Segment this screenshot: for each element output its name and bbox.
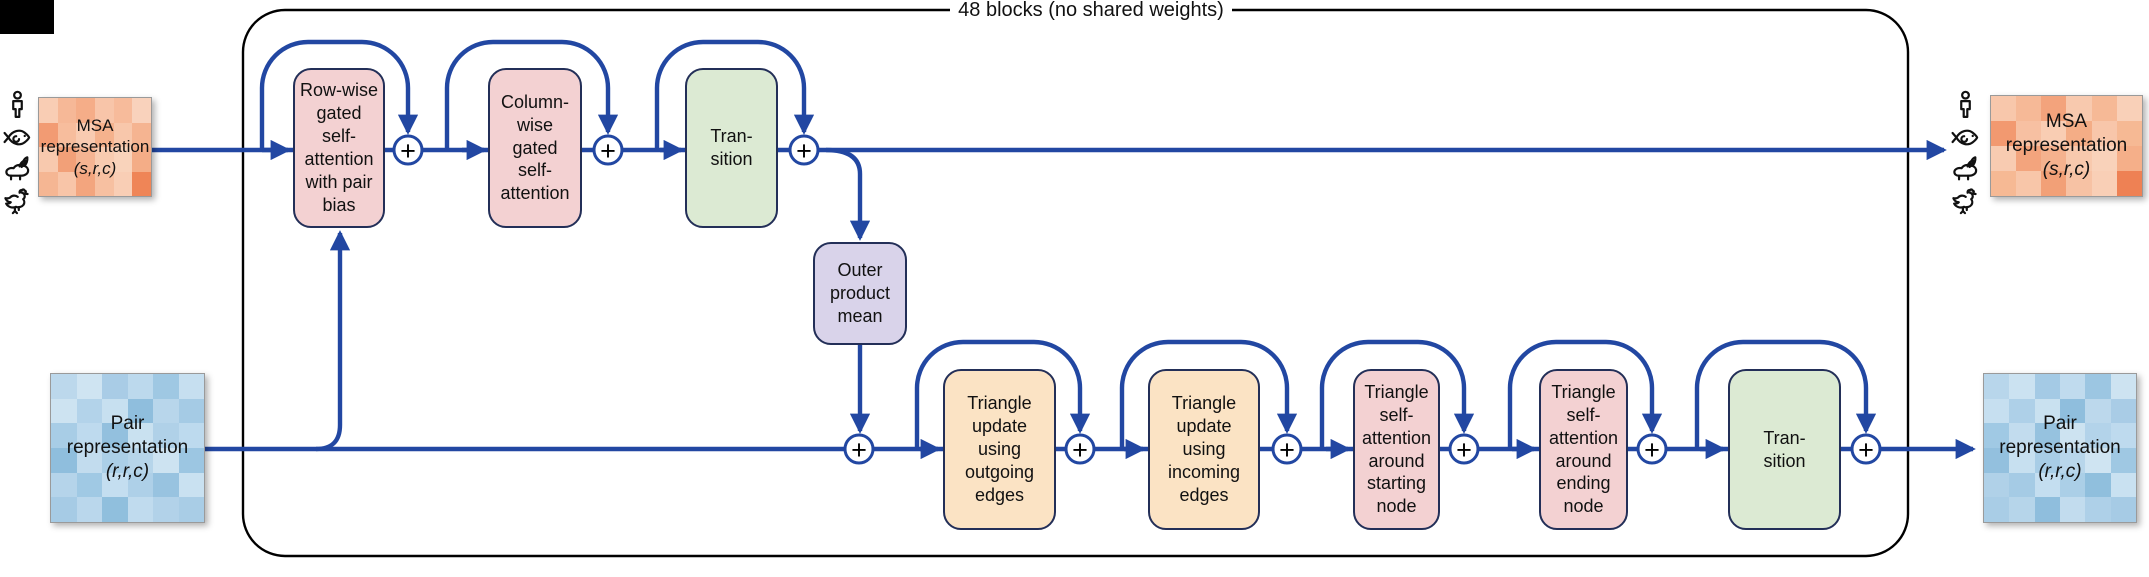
svg-text:+: + bbox=[1644, 435, 1660, 465]
skip-arc-tri-end bbox=[1507, 339, 1663, 449]
block-column-wise-gated-self-attention: Column- wise gated self- attention bbox=[488, 68, 582, 228]
msa-output-heatmap bbox=[1991, 96, 2142, 196]
add-node-tri-outgoing: + bbox=[1064, 433, 1096, 465]
pair-representation-input: Pair representation(r,r,c) bbox=[50, 373, 205, 523]
block-transition-pair: Tran- sition bbox=[1728, 369, 1841, 530]
svg-text:+: + bbox=[1456, 435, 1472, 465]
rooster-icon bbox=[4, 188, 29, 215]
add-node-row-wise: + bbox=[392, 134, 424, 166]
svg-text:+: + bbox=[796, 136, 812, 166]
block-row-wise-gated-self-attention: Row-wise gated self- attention with pair… bbox=[293, 68, 385, 228]
block-triangle-attention-starting: Triangle self- attention around starting… bbox=[1353, 369, 1440, 530]
fish-icon bbox=[1951, 129, 1979, 146]
msa-input-heatmap bbox=[39, 98, 151, 196]
svg-text:+: + bbox=[1858, 435, 1874, 465]
add-node-tri-incoming: + bbox=[1271, 433, 1303, 465]
add-node-column-wise: + bbox=[592, 134, 624, 166]
human-icon bbox=[12, 90, 23, 118]
svg-text:+: + bbox=[1279, 435, 1295, 465]
skip-arc-transition-pair bbox=[1694, 339, 1877, 449]
add-node-outer-product: + bbox=[843, 433, 875, 465]
add-node-transition-pair: + bbox=[1850, 433, 1882, 465]
msa-input-label: MSA representation(s,r,c) bbox=[40, 116, 150, 178]
msa-representation-input: MSA representation(s,r,c) bbox=[38, 97, 152, 197]
rabbit-icon bbox=[1953, 156, 1978, 181]
pair-input-heatmap bbox=[51, 374, 204, 522]
svg-text:+: + bbox=[851, 435, 867, 465]
species-icons-left bbox=[2, 90, 33, 217]
svg-text:+: + bbox=[1072, 435, 1088, 465]
pair-input-label: Pair representation(r,r,c) bbox=[66, 413, 189, 482]
add-node-tri-start: + bbox=[1448, 433, 1480, 465]
block-outer-product-mean: Outer product mean bbox=[813, 242, 907, 345]
msa-to-outer-product bbox=[825, 147, 871, 241]
skip-arc-tri-start bbox=[1319, 339, 1475, 449]
svg-text:+: + bbox=[600, 136, 616, 166]
msa-representation-output: MSA representation(s,r,c) bbox=[1990, 95, 2143, 197]
pair-output-label: Pair representation(r,r,c) bbox=[1999, 413, 2121, 482]
skip-arc-column-wise bbox=[444, 39, 619, 150]
block-transition-msa: Tran- sition bbox=[685, 68, 778, 228]
skip-arc-transition-msa bbox=[654, 39, 815, 150]
pair-representation-output: Pair representation(r,r,c) bbox=[1983, 373, 2137, 523]
pair-output-heatmap bbox=[1984, 374, 2136, 522]
rabbit-icon bbox=[5, 156, 30, 181]
rooster-icon bbox=[1952, 188, 1977, 215]
block-triangle-attention-ending: Triangle self- attention around ending n… bbox=[1539, 369, 1628, 530]
figure-crop-corner bbox=[0, 0, 54, 34]
add-node-tri-end: + bbox=[1636, 433, 1668, 465]
skip-arc-tri-outgoing bbox=[914, 339, 1091, 449]
add-node-transition-msa: + bbox=[788, 134, 820, 166]
species-icons-right bbox=[1950, 90, 1981, 217]
msa-output-label: MSA representation(s,r,c) bbox=[2005, 111, 2128, 180]
block-triangle-update-incoming: Triangle update using incoming edges bbox=[1148, 369, 1260, 530]
fish-icon bbox=[3, 129, 31, 146]
block-triangle-update-outgoing: Triangle update using outgoing edges bbox=[943, 369, 1056, 530]
skip-arc-tri-incoming bbox=[1119, 339, 1298, 449]
human-icon bbox=[1960, 90, 1971, 118]
pair-bias-branch bbox=[315, 230, 351, 452]
blocks-count-label: 48 blocks (no shared weights) bbox=[950, 0, 1232, 22]
skip-arc-row-wise bbox=[259, 39, 419, 150]
svg-text:+: + bbox=[400, 136, 416, 166]
